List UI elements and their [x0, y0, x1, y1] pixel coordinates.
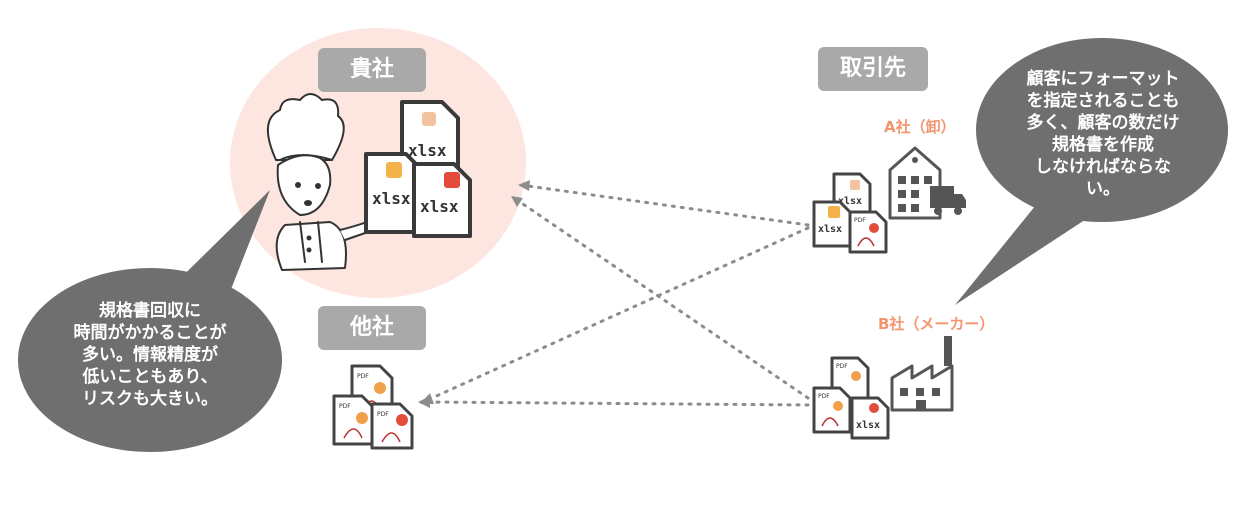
company-a-label: A社（卸） [884, 118, 956, 136]
svg-text:xlsx: xlsx [372, 189, 411, 208]
svg-text:xlsx: xlsx [856, 420, 880, 431]
svg-text:xlsx: xlsx [408, 141, 447, 160]
left-speech-bubble [18, 190, 282, 452]
arrowhead-other-2 [418, 396, 430, 408]
dotted-arrows [426, 184, 810, 407]
company-a-files: xlsx xlsx PDF [812, 172, 888, 254]
arrow-b-to-other [426, 400, 810, 407]
other-company-files: PDF PDF PDF [332, 364, 414, 450]
svg-text:PDF: PDF [836, 363, 848, 370]
arrowhead-own-2 [511, 196, 523, 207]
other-company-label: 他社 [318, 306, 426, 350]
svg-text:PDF: PDF [377, 411, 389, 418]
svg-text:PDF: PDF [339, 403, 351, 410]
chef-illustration [267, 93, 376, 271]
svg-text:xlsx: xlsx [838, 196, 862, 207]
right-bubble-text: 顧客にフォーマット を指定されることも 多く、顧客の数だけ 規格書を作成 しなけ… [1026, 69, 1180, 199]
svg-text:PDF: PDF [854, 217, 866, 224]
company-b-files: PDF PDF xlsx [812, 356, 890, 440]
svg-text:PDF: PDF [357, 373, 369, 380]
arrowhead-own-1 [518, 180, 530, 191]
svg-text:xlsx: xlsx [818, 224, 842, 235]
svg-text:PDF: PDF [818, 393, 830, 400]
own-company-files: xlsx xlsx xlsx [364, 100, 472, 238]
company-b-label: B社（メーカー） [878, 315, 995, 333]
arrow-a-to-own [526, 184, 810, 227]
arrow-b-to-own [518, 200, 810, 400]
partners-label: 取引先 [818, 47, 928, 91]
arrow-heads [418, 180, 530, 408]
warehouse-truck-icon [888, 146, 966, 220]
arrow-a-to-other [430, 226, 810, 400]
factory-icon [890, 336, 954, 412]
own-company-label: 貴社 [318, 48, 426, 92]
svg-text:xlsx: xlsx [420, 197, 459, 216]
right-speech-bubble [955, 38, 1228, 305]
left-bubble-text: 規格書回収に 時間がかかることが 多い。情報精度が 低いこともあり、 リスクも大… [73, 301, 227, 409]
